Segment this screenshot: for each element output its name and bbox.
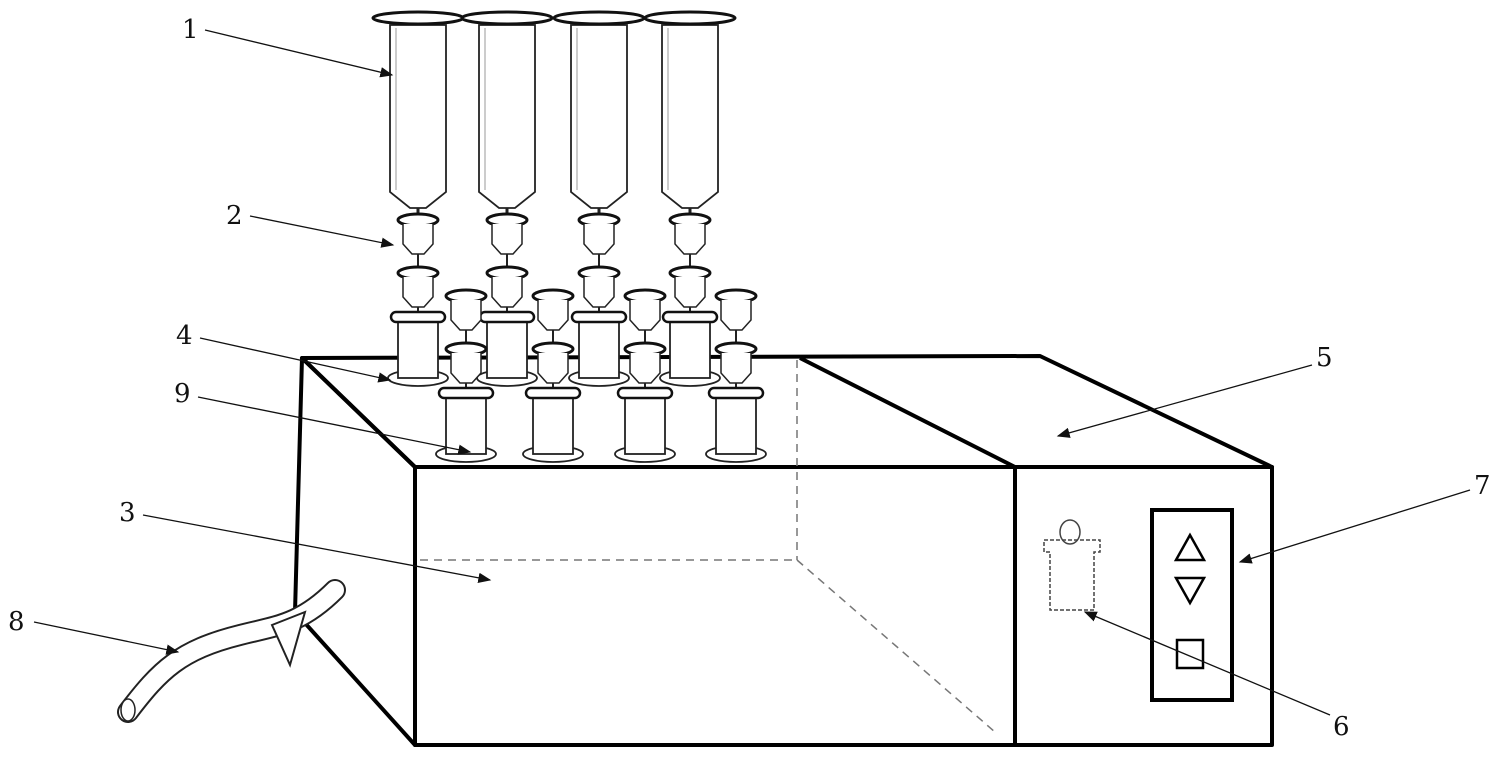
holder-column — [579, 320, 619, 378]
rear-filter-stack — [569, 214, 629, 386]
holder-cap — [663, 312, 717, 322]
filter-body — [675, 224, 705, 254]
holder-column — [533, 396, 573, 454]
syringe-barrel — [571, 25, 627, 208]
rear-filter-stack — [388, 214, 448, 386]
filter-holders — [388, 214, 766, 462]
leader-front-holder — [198, 397, 470, 452]
syringe-barrel — [479, 25, 535, 208]
syringe-array — [373, 12, 735, 218]
leader-drain-pipe — [34, 622, 178, 652]
holder-column — [716, 396, 756, 454]
label-control-housing: 5 — [1316, 343, 1333, 373]
syringe-flange — [373, 12, 463, 24]
filter-body — [403, 277, 433, 307]
drain-pipe — [121, 590, 335, 721]
holder-cap — [480, 312, 534, 322]
filter-body — [451, 300, 481, 330]
rear-filter-stack — [660, 214, 720, 386]
holder-cap — [391, 312, 445, 322]
down-triangle-icon[interactable] — [1176, 578, 1204, 603]
filter-body — [403, 224, 433, 254]
filter-body — [721, 353, 751, 383]
holder-column — [487, 320, 527, 378]
pipe-fill — [128, 590, 335, 712]
leader-syringe — [205, 30, 392, 75]
holder-cap — [618, 388, 672, 398]
box-left-face — [295, 358, 415, 745]
label-syringe: 1 — [182, 15, 199, 45]
sensor-body — [1044, 540, 1100, 610]
label-front-holder: 9 — [174, 379, 191, 409]
label-filter: 2 — [226, 201, 243, 231]
filter-body — [538, 300, 568, 330]
filter-body — [492, 224, 522, 254]
filter-body — [538, 353, 568, 383]
holder-column — [398, 320, 438, 378]
rear-filter-stack — [477, 214, 537, 386]
syringe-flange — [645, 12, 735, 24]
syringe-barrel — [390, 25, 446, 208]
filter-body — [492, 277, 522, 307]
up-triangle-icon[interactable] — [1176, 535, 1204, 560]
syringe — [645, 12, 735, 218]
syringe-barrel — [662, 25, 718, 208]
leader-control-panel — [1240, 490, 1470, 562]
syringe-flange — [462, 12, 552, 24]
box-front-face — [415, 467, 1272, 745]
holder-cap — [709, 388, 763, 398]
filter-body — [675, 277, 705, 307]
filter-body — [451, 353, 481, 383]
filter-body — [584, 277, 614, 307]
holder-column — [670, 320, 710, 378]
filter-body — [721, 300, 751, 330]
syringe — [373, 12, 463, 218]
syringe — [462, 12, 552, 218]
label-drain-pipe: 8 — [8, 607, 25, 637]
holder-cap — [526, 388, 580, 398]
leader-tank — [143, 515, 490, 580]
holder-cap — [439, 388, 493, 398]
pipe-opening — [121, 699, 135, 721]
stop-square-icon[interactable] — [1177, 640, 1203, 668]
filter-body — [584, 224, 614, 254]
box-body — [295, 356, 1272, 745]
label-tank: 3 — [119, 498, 136, 528]
label-rear-holder: 4 — [176, 321, 193, 351]
label-control-panel: 7 — [1474, 471, 1491, 501]
syringe — [554, 12, 644, 218]
sensor — [1044, 520, 1100, 610]
top-divider — [800, 358, 1015, 467]
holder-cap — [572, 312, 626, 322]
label-sensor: 6 — [1333, 712, 1350, 742]
filter-body — [630, 300, 660, 330]
leader-lines — [34, 30, 1470, 715]
control-panel — [1152, 510, 1232, 700]
syringe-flange — [554, 12, 644, 24]
hidden-edge-diagonal — [797, 560, 995, 732]
holder-column — [446, 396, 486, 454]
leader-filter — [250, 216, 393, 245]
filter-body — [630, 353, 660, 383]
holder-column — [625, 396, 665, 454]
